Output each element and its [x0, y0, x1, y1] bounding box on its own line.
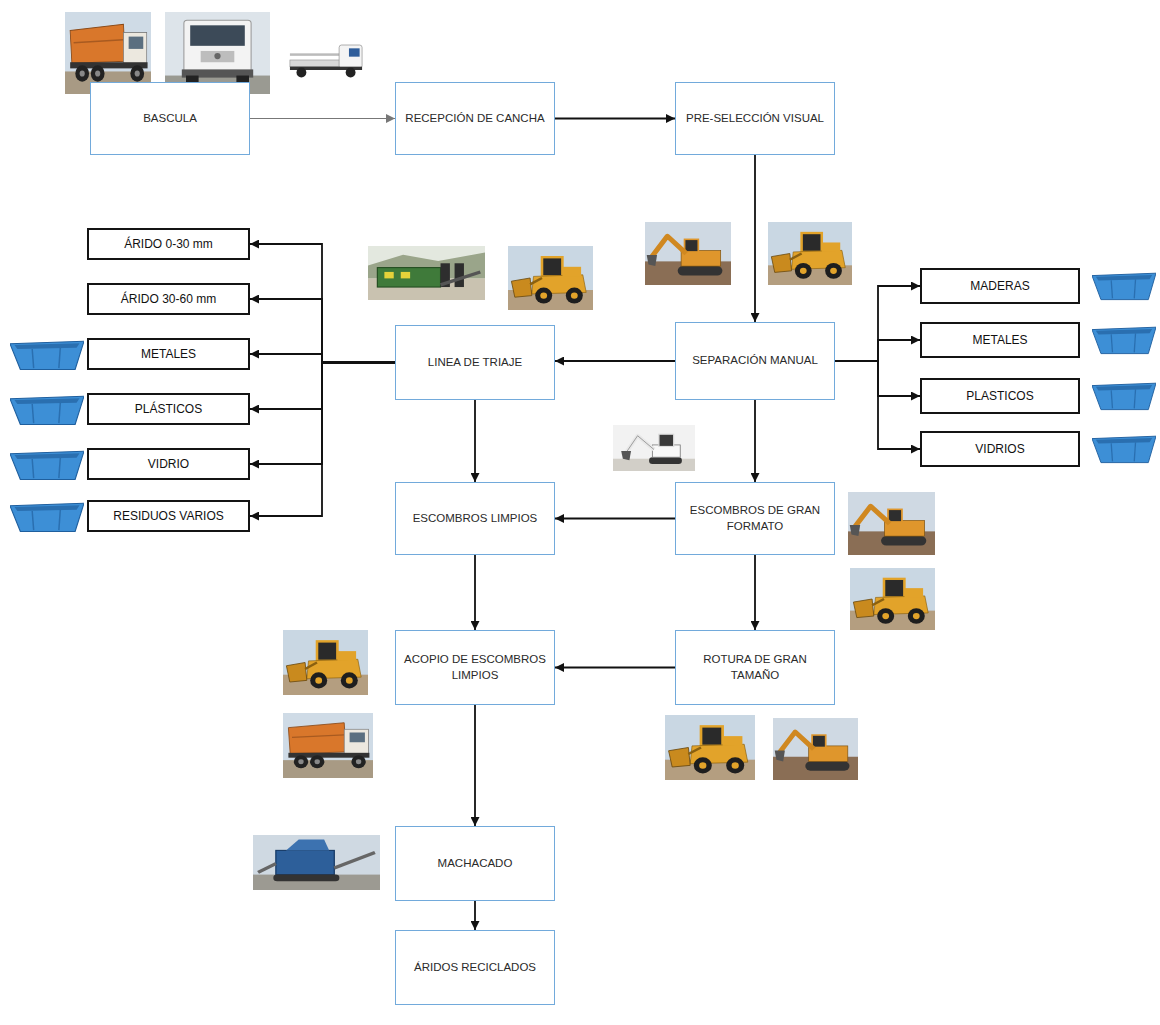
flow-arrow: [474, 901, 476, 930]
crusher-photo: [253, 835, 380, 890]
skip-container: [10, 341, 84, 369]
loader-photo: [665, 715, 755, 780]
process-box: RECEPCIÓN DE CANCHA: [395, 82, 555, 155]
flow-arrow: [250, 363, 395, 517]
flow-arrow: [474, 705, 476, 826]
box-label: ESCOMBROS LIMPIOS: [413, 511, 538, 527]
excavator-photo: [848, 492, 935, 555]
flow-arrow: [754, 155, 756, 322]
output-box: PLÁSTICOS: [87, 393, 250, 425]
box-label: ÁRIDO 30-60 mm: [121, 292, 216, 306]
flow-arrow: [835, 361, 920, 449]
process-box: PRE-SELECCIÓN VISUAL: [675, 82, 835, 155]
process-box: BASCULA: [90, 82, 250, 155]
output-box: METALES: [87, 338, 250, 370]
box-label: LINEA DE TRIAJE: [428, 355, 522, 371]
output-box: ÁRIDO 0-30 mm: [87, 228, 250, 260]
box-label: PRE-SELECCIÓN VISUAL: [686, 111, 824, 127]
box-label: MACHACADO: [438, 856, 513, 872]
skip-container: [1092, 436, 1156, 462]
skip-container: [1092, 327, 1156, 353]
flow-arrow: [250, 299, 395, 363]
box-label: ÁRIDO 0-30 mm: [124, 237, 213, 251]
box-label: ACOPIO DE ESCOMBROS LIMPIOS: [404, 652, 546, 683]
skip-container: [1092, 383, 1156, 409]
flow-arrow: [250, 244, 395, 363]
flow-arrow: [474, 400, 476, 482]
output-box: METALES: [920, 322, 1080, 358]
box-label: PLÁSTICOS: [135, 402, 202, 416]
flow-arrow: [754, 400, 756, 482]
skip-container: [10, 503, 84, 531]
flow-arrow: [555, 667, 675, 669]
flow-arrow: [555, 360, 675, 362]
box-label: METALES: [972, 333, 1027, 347]
process-box: SEPARACIÓN MANUAL: [675, 322, 835, 400]
skip-container: [10, 451, 84, 479]
loader-photo: [850, 568, 935, 630]
skip-container: [10, 396, 84, 424]
process-box: ROTURA DE GRAN TAMAÑO: [675, 630, 835, 705]
flatbed-truck-photo: [285, 35, 367, 85]
loader-photo: [768, 222, 852, 285]
process-box: ACOPIO DE ESCOMBROS LIMPIOS: [395, 630, 555, 705]
output-box: PLASTICOS: [920, 378, 1080, 414]
excavator-photo: [773, 718, 858, 780]
screening-plant-photo: [368, 246, 485, 300]
process-box: ESCOMBROS LIMPIOS: [395, 482, 555, 555]
box-label: PLASTICOS: [966, 389, 1033, 403]
flow-arrow: [555, 518, 675, 520]
box-label: ESCOMBROS DE GRAN FORMATO: [684, 503, 826, 534]
loader-photo: [508, 246, 593, 310]
box-label: MADERAS: [970, 279, 1029, 293]
process-box: ÁRIDOS RECICLADOS: [395, 930, 555, 1005]
output-box: RESIDUOS VARIOS: [87, 500, 250, 532]
box-label: SEPARACIÓN MANUAL: [692, 353, 818, 369]
flow-arrow: [754, 555, 756, 630]
process-box: LINEA DE TRIAJE: [395, 325, 555, 400]
box-label: ÁRIDOS RECICLADOS: [414, 960, 536, 976]
mini-excavator-photo: [613, 425, 695, 471]
output-box: VIDRIOS: [920, 431, 1080, 467]
loader-photo: [283, 630, 368, 695]
flow-arrow: [250, 354, 395, 363]
box-label: METALES: [141, 347, 196, 361]
output-box: VIDRIO: [87, 448, 250, 480]
flow-arrow: [835, 286, 920, 361]
process-box: MACHACADO: [395, 826, 555, 901]
box-label: VIDRIO: [148, 457, 189, 471]
box-label: VIDRIOS: [975, 442, 1024, 456]
flow-arrow: [835, 340, 920, 361]
output-box: ÁRIDO 30-60 mm: [87, 283, 250, 315]
excavator-photo: [645, 222, 731, 285]
box-label: RESIDUOS VARIOS: [113, 509, 223, 523]
box-label: ROTURA DE GRAN TAMAÑO: [684, 652, 826, 683]
flow-arrow: [250, 118, 395, 119]
skip-container: [1092, 273, 1156, 299]
box-label: BASCULA: [143, 111, 197, 127]
flow-arrow: [555, 118, 675, 120]
flow-arrow: [474, 555, 476, 630]
dump-truck-photo: [283, 713, 373, 778]
box-label: RECEPCIÓN DE CANCHA: [405, 111, 544, 127]
output-box: MADERAS: [920, 268, 1080, 304]
process-box: ESCOMBROS DE GRAN FORMATO: [675, 482, 835, 555]
